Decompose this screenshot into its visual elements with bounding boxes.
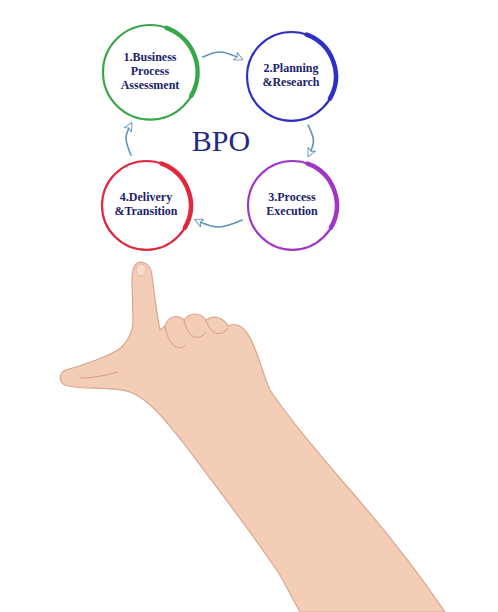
knuckle-line — [165, 326, 186, 348]
knuckle-line — [206, 320, 228, 334]
process-circle: 3.Process Execution — [245, 158, 340, 253]
cycle-arrow — [308, 125, 314, 156]
node-text-group: 2.Planning &Research — [253, 62, 329, 90]
circle-ring — [248, 161, 337, 250]
node-text-group: 1.Business Process Assessment — [112, 51, 188, 92]
fingernail — [136, 264, 146, 276]
circle-ring — [103, 25, 198, 120]
knuckle-line — [184, 320, 206, 337]
process-circle: 2.Planning &Research — [244, 29, 339, 124]
node-text-group: 3.Process Execution — [254, 191, 330, 219]
circle-ring — [102, 161, 191, 250]
step-label: 3.Process Execution — [254, 191, 330, 219]
cycle-arrow — [126, 124, 131, 156]
cycle-arrow — [202, 52, 241, 59]
step-label: 4.Delivery &Transition — [108, 191, 184, 219]
step-label: 2.Planning &Research — [253, 62, 329, 90]
thumb-line — [80, 372, 118, 378]
diagram-title: BPO — [190, 124, 252, 158]
circle-ring — [247, 32, 336, 121]
cycle-arrow — [196, 220, 243, 227]
process-circle: 4.Delivery &Transition — [99, 158, 194, 253]
process-circle: 1.Business Process Assessment — [100, 22, 201, 123]
hand-shape — [60, 262, 445, 612]
step-label: 1.Business Process Assessment — [112, 51, 188, 92]
node-text-group: 4.Delivery &Transition — [108, 191, 184, 219]
